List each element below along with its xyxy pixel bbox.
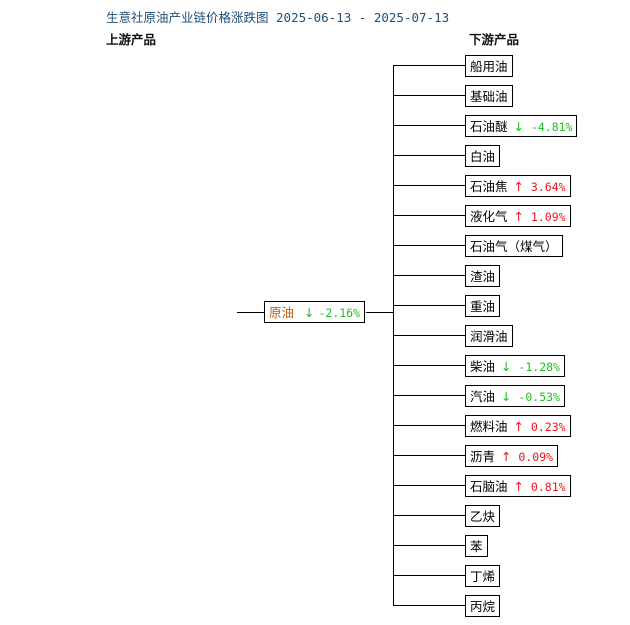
product-change: -4.81% (524, 120, 573, 134)
arrow-down-icon: ↓ (501, 389, 512, 404)
page-title: 生意社原油产业链价格涨跌图 2025-06-13 - 2025-07-13 (106, 10, 450, 25)
product-node[interactable]: 沥青 ↑ 0.09% (465, 445, 559, 467)
product-name: 润滑油 (470, 329, 508, 344)
branch-line (393, 65, 465, 66)
product-name: 燃料油 (470, 419, 508, 434)
product-node[interactable]: 石油气（煤气） (465, 235, 563, 257)
product-name: 苯 (470, 539, 483, 554)
product-node[interactable]: 石油焦 ↑ 3.64% (465, 175, 571, 197)
root-node-label: 原油 (269, 305, 295, 320)
upstream-header: 上游产品 (106, 32, 157, 47)
product-name: 石油气（煤气） (470, 239, 558, 254)
product-name: 丁烯 (470, 569, 496, 584)
root-node-change: -2.16% (318, 306, 361, 320)
product-change: 0.81% (524, 480, 566, 494)
product-change: 0.09% (511, 450, 554, 464)
product-name: 汽油 (470, 389, 496, 404)
product-node[interactable]: 汽油 ↓ -0.53% (465, 385, 565, 407)
branch-line (393, 185, 465, 186)
arrow-up-icon: ↑ (501, 449, 512, 464)
product-node[interactable]: 石脑油 ↑ 0.81% (465, 475, 571, 497)
arrow-down-icon: ↓ (304, 305, 315, 320)
product-node[interactable]: 丙烷 (465, 595, 501, 617)
branch-line (393, 305, 465, 306)
product-change: 3.64% (524, 180, 566, 194)
branch-line (393, 395, 465, 396)
product-name: 丙烷 (470, 599, 496, 614)
branch-line (393, 545, 465, 546)
product-node[interactable]: 基础油 (465, 85, 513, 107)
product-name: 石脑油 (470, 479, 508, 494)
branch-line (393, 485, 465, 486)
branch-line (393, 245, 465, 246)
arrow-up-icon: ↑ (513, 179, 524, 194)
product-node[interactable]: 石油醚 ↓ -4.81% (465, 115, 578, 137)
root-node-crude-oil[interactable]: 原油 ↓ -2.16% (264, 301, 366, 323)
product-change: -1.28% (511, 360, 560, 374)
branch-line (393, 425, 465, 426)
product-change: 1.09% (524, 210, 566, 224)
product-node[interactable]: 船用油 (465, 55, 513, 77)
branch-line (393, 605, 465, 606)
arrow-up-icon: ↑ (513, 479, 524, 494)
branch-line (393, 125, 465, 126)
product-node[interactable]: 燃料油 ↑ 0.23% (465, 415, 571, 437)
product-change: -0.53% (511, 390, 560, 404)
product-node[interactable]: 丁烯 (465, 565, 501, 587)
arrow-down-icon: ↓ (501, 359, 512, 374)
product-name: 白油 (470, 149, 496, 164)
product-node[interactable]: 重油 (465, 295, 501, 317)
product-change: 0.23% (524, 420, 566, 434)
product-node[interactable]: 白油 (465, 145, 501, 167)
arrow-down-icon: ↓ (513, 119, 524, 134)
branch-line (393, 365, 465, 366)
product-name: 乙炔 (470, 509, 496, 524)
product-node[interactable]: 乙炔 (465, 505, 501, 527)
product-name: 渣油 (470, 269, 496, 284)
product-name: 基础油 (470, 89, 508, 104)
arrow-up-icon: ↑ (513, 209, 524, 224)
branch-line (393, 95, 465, 96)
product-node[interactable]: 苯 (465, 535, 488, 557)
arrow-up-icon: ↑ (513, 419, 524, 434)
product-name: 液化气 (470, 209, 508, 224)
product-name: 石油醚 (470, 119, 508, 134)
downstream-header: 下游产品 (469, 32, 520, 47)
product-name: 石油焦 (470, 179, 508, 194)
branch-line (393, 515, 465, 516)
product-node[interactable]: 渣油 (465, 265, 501, 287)
branch-line (393, 275, 465, 276)
product-name: 船用油 (470, 59, 508, 74)
root-connector-line (366, 312, 393, 313)
product-node[interactable]: 柴油 ↓ -1.28% (465, 355, 565, 377)
branch-line (393, 215, 465, 216)
branch-line (393, 155, 465, 156)
branch-line (393, 455, 465, 456)
product-name: 沥青 (470, 449, 496, 464)
product-node[interactable]: 液化气 ↑ 1.09% (465, 205, 571, 227)
branch-line (393, 575, 465, 576)
product-node[interactable]: 润滑油 (465, 325, 513, 347)
product-name: 柴油 (470, 359, 496, 374)
branch-line (393, 335, 465, 336)
product-name: 重油 (470, 299, 496, 314)
left-connector-line (237, 312, 264, 313)
